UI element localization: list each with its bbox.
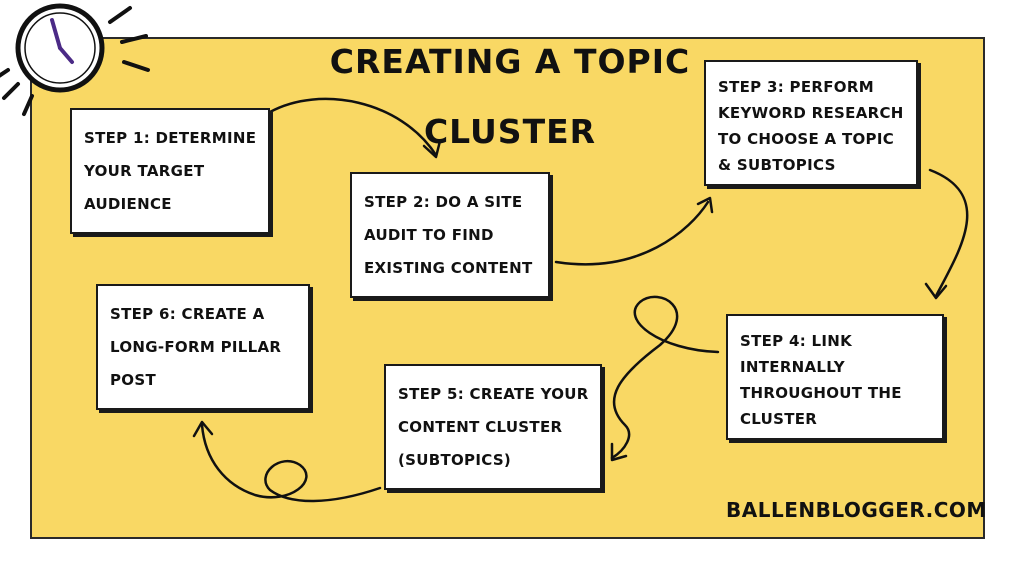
arrow-step5-to-step6 <box>200 423 382 503</box>
step-6-box: STEP 6: CREATE A LONG-FORM PILLAR POST <box>96 284 310 410</box>
diagram-title-line2: CLUSTER <box>423 112 597 151</box>
step-3-line-2: KEYWORD RESEARCH <box>718 104 904 122</box>
diagram-title-line1: CREATING A TOPIC <box>329 42 691 81</box>
step-5-line-1: STEP 5: CREATE YOUR <box>398 385 589 403</box>
step-2-line-1: STEP 2: DO A SITE <box>364 193 523 211</box>
step-1-line-3: AUDIENCE <box>84 195 172 213</box>
step-4-line-3: THROUGHOUT THE <box>740 384 902 402</box>
arrow-step1-to-step2 <box>268 97 438 157</box>
step-5-line-2: CONTENT CLUSTER <box>398 418 563 436</box>
step-3-line-4: & SUBTOPICS <box>718 156 836 174</box>
arrow-step3-to-step4 <box>928 168 969 298</box>
arrow-step2-to-step3 <box>554 200 710 266</box>
step-1-line-1: STEP 1: DETERMINE <box>84 129 257 147</box>
step-4-line-4: CLUSTER <box>740 410 818 428</box>
step-5-line-3: (SUBTOPICS) <box>398 451 512 469</box>
step-1-box: STEP 1: DETERMINE YOUR TARGET AUDIENCE <box>70 108 270 234</box>
arrow-step4-to-step5 <box>610 295 720 460</box>
step-6-line-1: STEP 6: CREATE A <box>110 305 265 323</box>
step-2-line-3: EXISTING CONTENT <box>364 259 533 277</box>
step-6-line-3: POST <box>110 371 156 389</box>
site-url: BALLENBLOGGER.COM <box>726 498 987 522</box>
step-3-line-1: STEP 3: PERFORM <box>718 78 874 96</box>
step-4-box: STEP 4: LINK INTERNALLY THROUGHOUT THE C… <box>726 314 944 440</box>
step-2-line-2: AUDIT TO FIND <box>364 226 494 244</box>
step-3-line-3: TO CHOOSE A TOPIC <box>718 130 895 148</box>
step-6-line-2: LONG-FORM PILLAR <box>110 338 282 356</box>
step-3-box: STEP 3: PERFORM KEYWORD RESEARCH TO CHOO… <box>704 60 918 186</box>
step-4-line-2: INTERNALLY <box>740 358 845 376</box>
step-5-box: STEP 5: CREATE YOUR CONTENT CLUSTER (SUB… <box>384 364 602 490</box>
step-2-box: STEP 2: DO A SITE AUDIT TO FIND EXISTING… <box>350 172 550 298</box>
step-1-line-2: YOUR TARGET <box>84 162 205 180</box>
step-4-line-1: STEP 4: LINK <box>740 332 853 350</box>
